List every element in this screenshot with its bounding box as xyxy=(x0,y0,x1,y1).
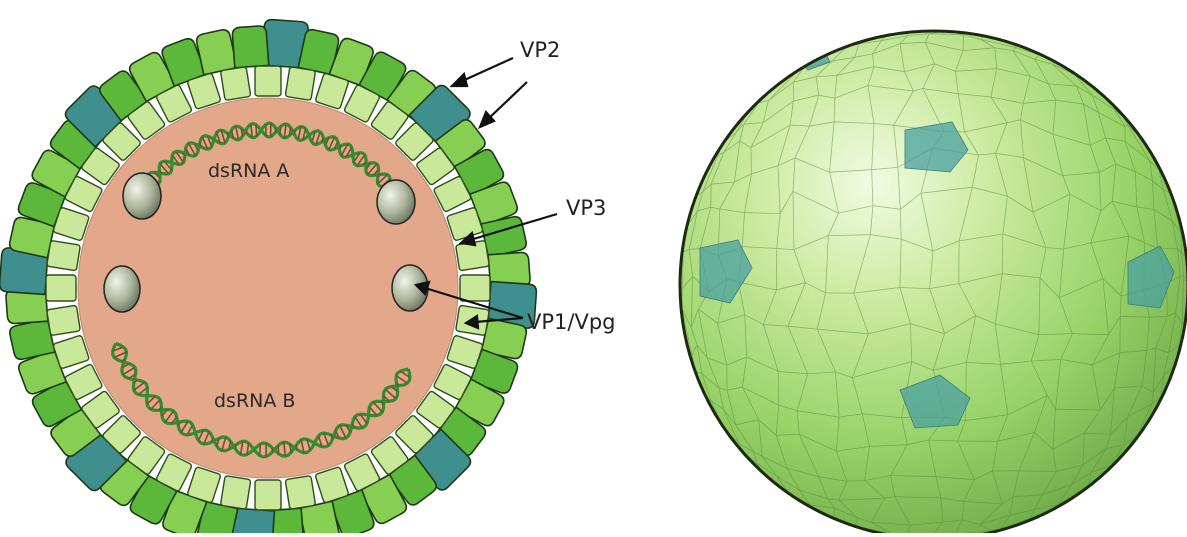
vp3-subunit xyxy=(220,476,250,510)
label-dsrna-b: dsRNA B xyxy=(214,390,295,412)
arrowhead xyxy=(452,74,467,86)
label-vp3: VP3 xyxy=(566,196,606,220)
vp1-protein xyxy=(377,180,415,224)
capsid-sphere xyxy=(671,23,1187,533)
vp1-protein xyxy=(104,266,140,312)
vp2-trimer-subunit xyxy=(8,319,54,361)
arrow-vp2-a xyxy=(460,58,513,82)
capsid-cross-section xyxy=(0,19,537,533)
label-vp2: VP2 xyxy=(520,38,560,62)
label-dsrna-a: dsRNA A xyxy=(208,160,289,182)
vp3-subunit xyxy=(460,275,490,301)
vp2-trimer-subunit xyxy=(232,25,269,67)
vp1-protein xyxy=(123,173,161,219)
vp3-subunit xyxy=(47,240,81,270)
vp2-trimer-subunit xyxy=(195,28,237,74)
vp3-subunit xyxy=(47,305,81,335)
vp3-subunit xyxy=(285,67,315,101)
vp3-subunit xyxy=(255,480,281,510)
vp3-subunit xyxy=(255,66,281,96)
label-vp1-vpg: VP1/Vpg xyxy=(527,310,616,334)
vp3-subunit xyxy=(220,67,250,101)
vp3-subunit xyxy=(46,275,76,301)
vp2-trimer-subunit xyxy=(481,215,527,257)
vp3-subunit xyxy=(285,476,315,510)
arrow-vp2-b xyxy=(487,82,527,120)
